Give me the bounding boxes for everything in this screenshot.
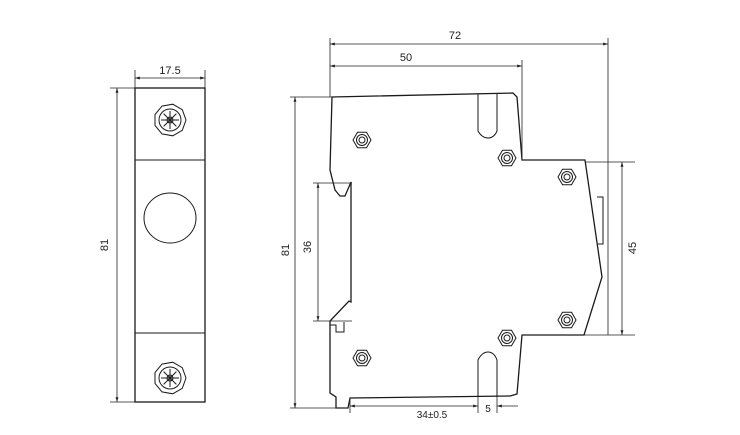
rail-offset-label: 34±0.5 [417, 410, 448, 421]
side-height-label: 81 [280, 244, 292, 256]
screw-icon [557, 168, 577, 186]
screw-icon [557, 311, 577, 329]
bottom-slot [477, 351, 498, 397]
bottom-terminal-screw-icon [154, 361, 187, 395]
toggle-handle-opening [143, 192, 197, 244]
front-height-dimension-label: 81 [99, 239, 111, 251]
step-height-label: 45 [627, 242, 639, 254]
top-slot [477, 94, 498, 139]
side-bracket [597, 196, 604, 245]
screw-icon [497, 329, 517, 347]
screw-icon [352, 349, 372, 367]
rail-clip-notch [329, 321, 345, 333]
front-depth-label: 50 [400, 52, 412, 64]
front-view: 17.5 81 [99, 65, 206, 403]
width-dimension-label: 17.5 [159, 65, 180, 77]
front-body-outline [134, 87, 206, 403]
total-depth-label: 72 [449, 30, 461, 42]
top-terminal-screw-icon [154, 103, 187, 137]
side-view: 72 50 81 36 45 34±0.5 5 [280, 30, 639, 421]
rail-height-label: 36 [302, 241, 314, 253]
slot-width-label: 5 [485, 404, 491, 415]
screw-icon [497, 149, 517, 167]
screw-icon [352, 131, 372, 149]
